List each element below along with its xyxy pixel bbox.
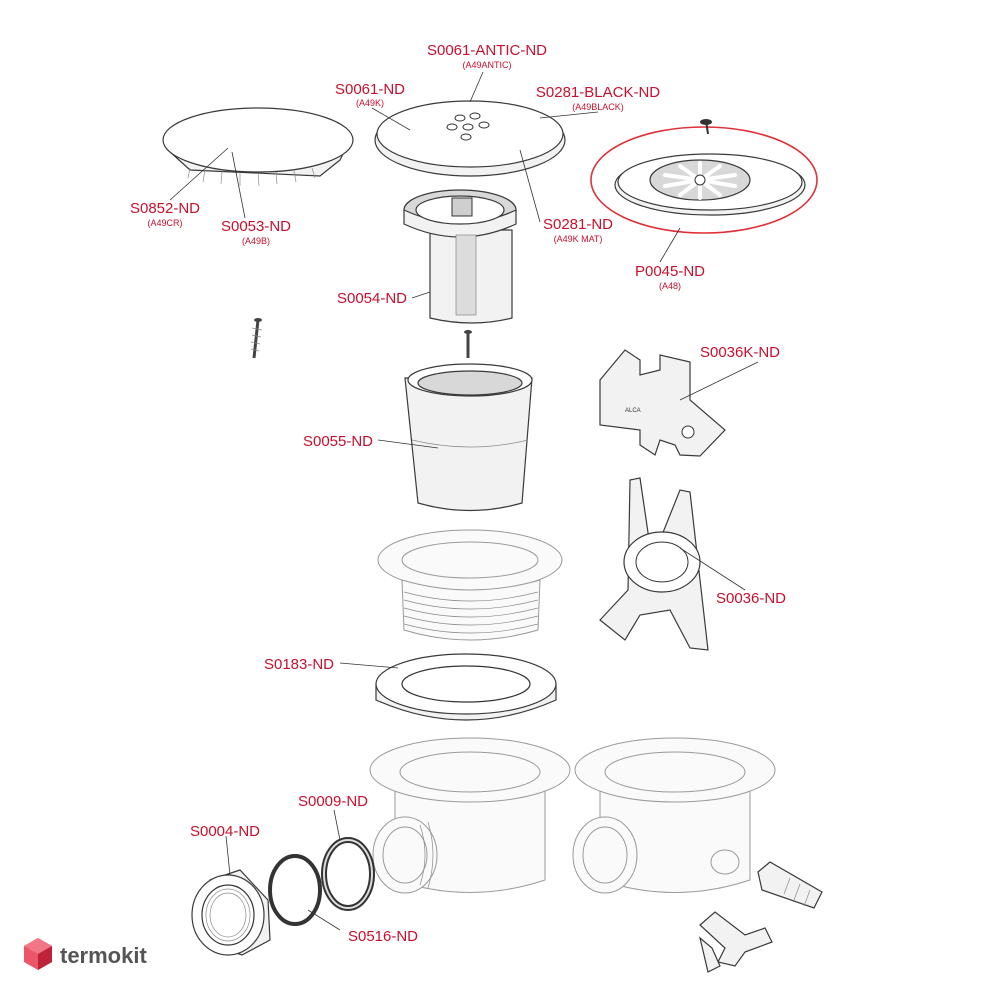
leader-lines [169,71,759,931]
label-code: S0281-ND [543,216,613,233]
label-s0183: S0183-ND [264,656,334,673]
label-model: (A49ANTIC) [462,60,511,70]
label-s0053: S0053-ND (A49B) [221,218,291,246]
label-code: S0852-ND [130,200,200,217]
label-s0036k: S0036K-ND [700,344,780,361]
label-s0061: S0061-ND (A49K) [335,81,405,108]
label-p0045: P0045-ND (A48) [635,263,705,291]
cover-plate-with-holes [374,100,566,177]
wrench-engraving: ALCA [625,408,641,414]
label-model: (A48) [659,281,681,291]
label-model: (A49K) [356,98,384,108]
inner-cup [404,363,533,512]
logo-text: termokit [60,943,147,968]
bell-trap [403,189,517,324]
short-screw-icon [464,330,472,358]
termokit-logo: termokit [24,938,147,970]
elbow-hose-fitting [699,911,773,973]
label-code: S0061-ND [335,81,405,98]
union-nut [191,869,271,956]
label-code: S0053-ND [221,218,291,235]
label-s0055: S0055-ND [303,433,373,450]
drain-grate-highlight [590,119,818,234]
fork-wrench [599,477,709,651]
drain-body-right [572,737,776,894]
long-screw-icon [250,318,263,359]
label-s0004: S0004-ND [190,823,260,840]
spanner-ring [623,531,701,593]
label-s0061-antic: S0061-ANTIC-ND (A49ANTIC) [427,42,547,70]
threaded-flange [377,529,563,641]
label-s0852: S0852-ND (A49CR) [130,200,200,228]
o-ring-large [321,837,375,911]
label-model: (A49CR) [147,218,182,228]
flat-gasket-ring [375,653,557,721]
drain-body-left [369,737,571,894]
label-model: (A49B) [242,236,270,246]
label-model: (A49K MAT) [554,234,603,244]
label-s0054: S0054-ND [337,290,407,307]
label-s0281-black: S0281-BLACK-ND (A49BLACK) [536,84,660,112]
label-s0516: S0516-ND [348,928,418,945]
label-code: S0281-BLACK-ND [536,84,660,101]
grate-screw-icon [700,119,712,135]
label-s0036: S0036-ND [716,590,786,607]
label-model: (A49BLACK) [572,102,624,112]
cover-plate-plain [162,107,354,187]
logo-cube-icon [24,938,52,970]
wrench-key: ALCA [599,349,726,457]
o-ring-small [268,854,322,926]
straight-hose-fitting [757,861,823,909]
label-code: S0061-ANTIC-ND [427,42,547,59]
label-s0009: S0009-ND [298,793,368,810]
label-code: P0045-ND [635,263,705,280]
label-s0281: S0281-ND (A49K MAT) [543,216,613,244]
